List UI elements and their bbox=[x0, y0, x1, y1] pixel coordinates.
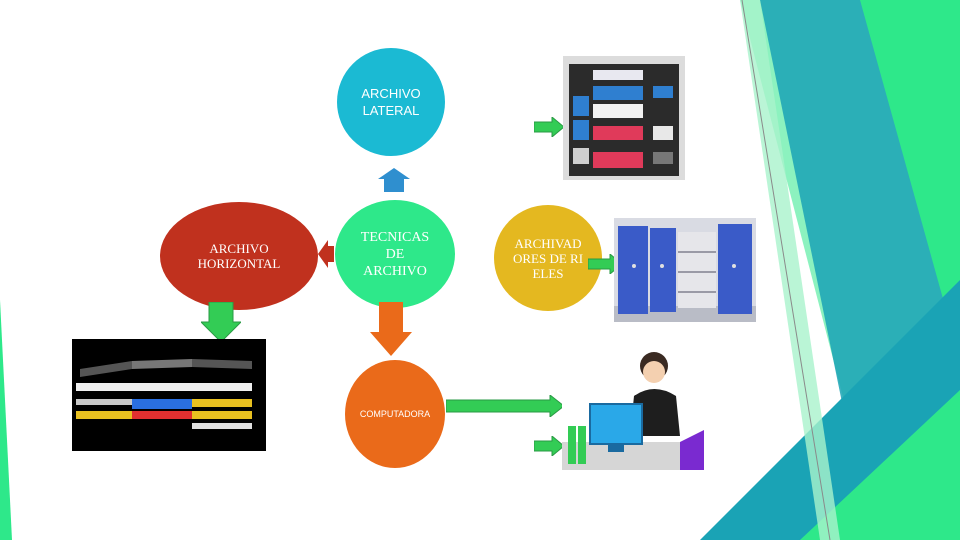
worker-monitor-stand bbox=[608, 444, 624, 452]
worker-binder-2 bbox=[578, 426, 586, 464]
arrow-up-shape bbox=[378, 168, 410, 192]
deco-green-top bbox=[860, 0, 960, 360]
arrow-left-shape bbox=[318, 240, 334, 268]
tray-paper-gray bbox=[76, 399, 132, 405]
node-archivo-lateral-shape bbox=[337, 48, 445, 156]
node-archivo-lateral-label: ARCHIVO LATERAL bbox=[361, 86, 421, 118]
node-top-fill bbox=[337, 48, 445, 156]
arrow-down-green bbox=[201, 302, 241, 342]
node-archivo-lateral: ARCHIVO LATERAL bbox=[337, 48, 445, 156]
arrow-right-small-shape bbox=[534, 436, 564, 456]
tray-paper-yellow-2 bbox=[76, 411, 132, 419]
rail-unit-2 bbox=[650, 228, 676, 312]
node-tecnicas-label: TECNICAS DE ARCHIVO bbox=[360, 229, 430, 279]
tray-paper-white-3 bbox=[192, 383, 252, 391]
node-archivo-horizontal: ARCHIVO HORIZONTAL bbox=[160, 202, 318, 310]
rail-handle-1 bbox=[632, 264, 636, 268]
node-bottom-fill bbox=[345, 360, 445, 468]
node-center-shape bbox=[335, 200, 455, 308]
arrow-down-orange bbox=[370, 302, 412, 356]
arrow-right-bottom-shape bbox=[446, 395, 564, 417]
rail-shelving-image bbox=[614, 218, 756, 322]
worker-purple-chair bbox=[680, 430, 704, 470]
node-right-shape bbox=[494, 205, 602, 311]
office-worker-image bbox=[562, 346, 704, 470]
node-bottom-shape bbox=[345, 360, 445, 468]
shelf-right-1 bbox=[653, 86, 673, 98]
tray-paper-yellow-1 bbox=[192, 399, 252, 407]
rail-handle-2 bbox=[660, 264, 664, 268]
shelf-row-5 bbox=[593, 152, 643, 168]
deco-left-sliver bbox=[0, 300, 12, 540]
tray-top-3 bbox=[192, 359, 252, 369]
node-left-fill bbox=[160, 202, 318, 310]
shelf-row-1 bbox=[593, 70, 643, 80]
shelf-row-2 bbox=[593, 86, 643, 100]
arrow-down-green-shape bbox=[201, 302, 241, 342]
bookshelf-image bbox=[563, 56, 685, 180]
tray-paper-white-1 bbox=[76, 383, 132, 391]
tray-bg bbox=[72, 339, 266, 451]
shelf-left-3 bbox=[573, 148, 589, 164]
tray-paper-blue bbox=[132, 399, 192, 409]
tray-top-2 bbox=[132, 359, 192, 369]
shelf-left-2 bbox=[573, 120, 589, 140]
node-archivo-horizontal-label: ARCHIVO HORIZONTAL bbox=[197, 241, 281, 271]
rail-unit-1 bbox=[618, 226, 648, 314]
arrow-left-red bbox=[318, 240, 334, 268]
arrow-up-blue bbox=[378, 168, 410, 192]
arrow-right-green-top bbox=[534, 117, 564, 137]
node-computadora: COMPUTADORA bbox=[345, 360, 445, 468]
arrow-right-green-small bbox=[534, 436, 564, 456]
shelf-right-2 bbox=[653, 126, 673, 140]
shelf-row-4 bbox=[593, 126, 643, 140]
worker-face bbox=[643, 361, 665, 383]
letter-tray-image bbox=[72, 339, 266, 451]
arrow-down-shape bbox=[370, 302, 412, 356]
tray-paper-red bbox=[132, 411, 192, 419]
arrow-right-top-shape bbox=[534, 117, 564, 137]
shelf-left-1 bbox=[573, 96, 589, 116]
node-archivadores-de-rieles: ARCHIVADORES DE RIELES bbox=[494, 205, 602, 311]
deco-light-strip bbox=[740, 0, 840, 540]
node-left-shape bbox=[160, 202, 318, 310]
shelf-right-3 bbox=[653, 152, 673, 164]
shelf-row-3 bbox=[593, 104, 643, 118]
node-center-fill bbox=[335, 200, 455, 308]
worker-monitor bbox=[589, 403, 643, 445]
node-right-fill bbox=[494, 205, 602, 311]
node-archivadores-label: ARCHIVADORES DE RIELES bbox=[512, 235, 584, 281]
rail-unit-3 bbox=[718, 224, 752, 314]
tray-paper-white-2 bbox=[132, 383, 192, 391]
arrow-right-green-bottom bbox=[446, 395, 564, 417]
node-computadora-label: COMPUTADORA bbox=[359, 408, 431, 419]
node-tecnicas-de-archivo: TECNICAS DE ARCHIVO bbox=[335, 200, 455, 308]
worker-binder-1 bbox=[568, 426, 576, 464]
tray-paper-white-4 bbox=[192, 423, 252, 429]
rail-open-shelf bbox=[678, 232, 716, 308]
deco-green-bottom bbox=[800, 390, 960, 540]
tray-paper-yellow-3 bbox=[192, 411, 252, 419]
rail-handle-3 bbox=[732, 264, 736, 268]
deco-line bbox=[741, 0, 831, 540]
tray-top-1 bbox=[80, 361, 132, 377]
